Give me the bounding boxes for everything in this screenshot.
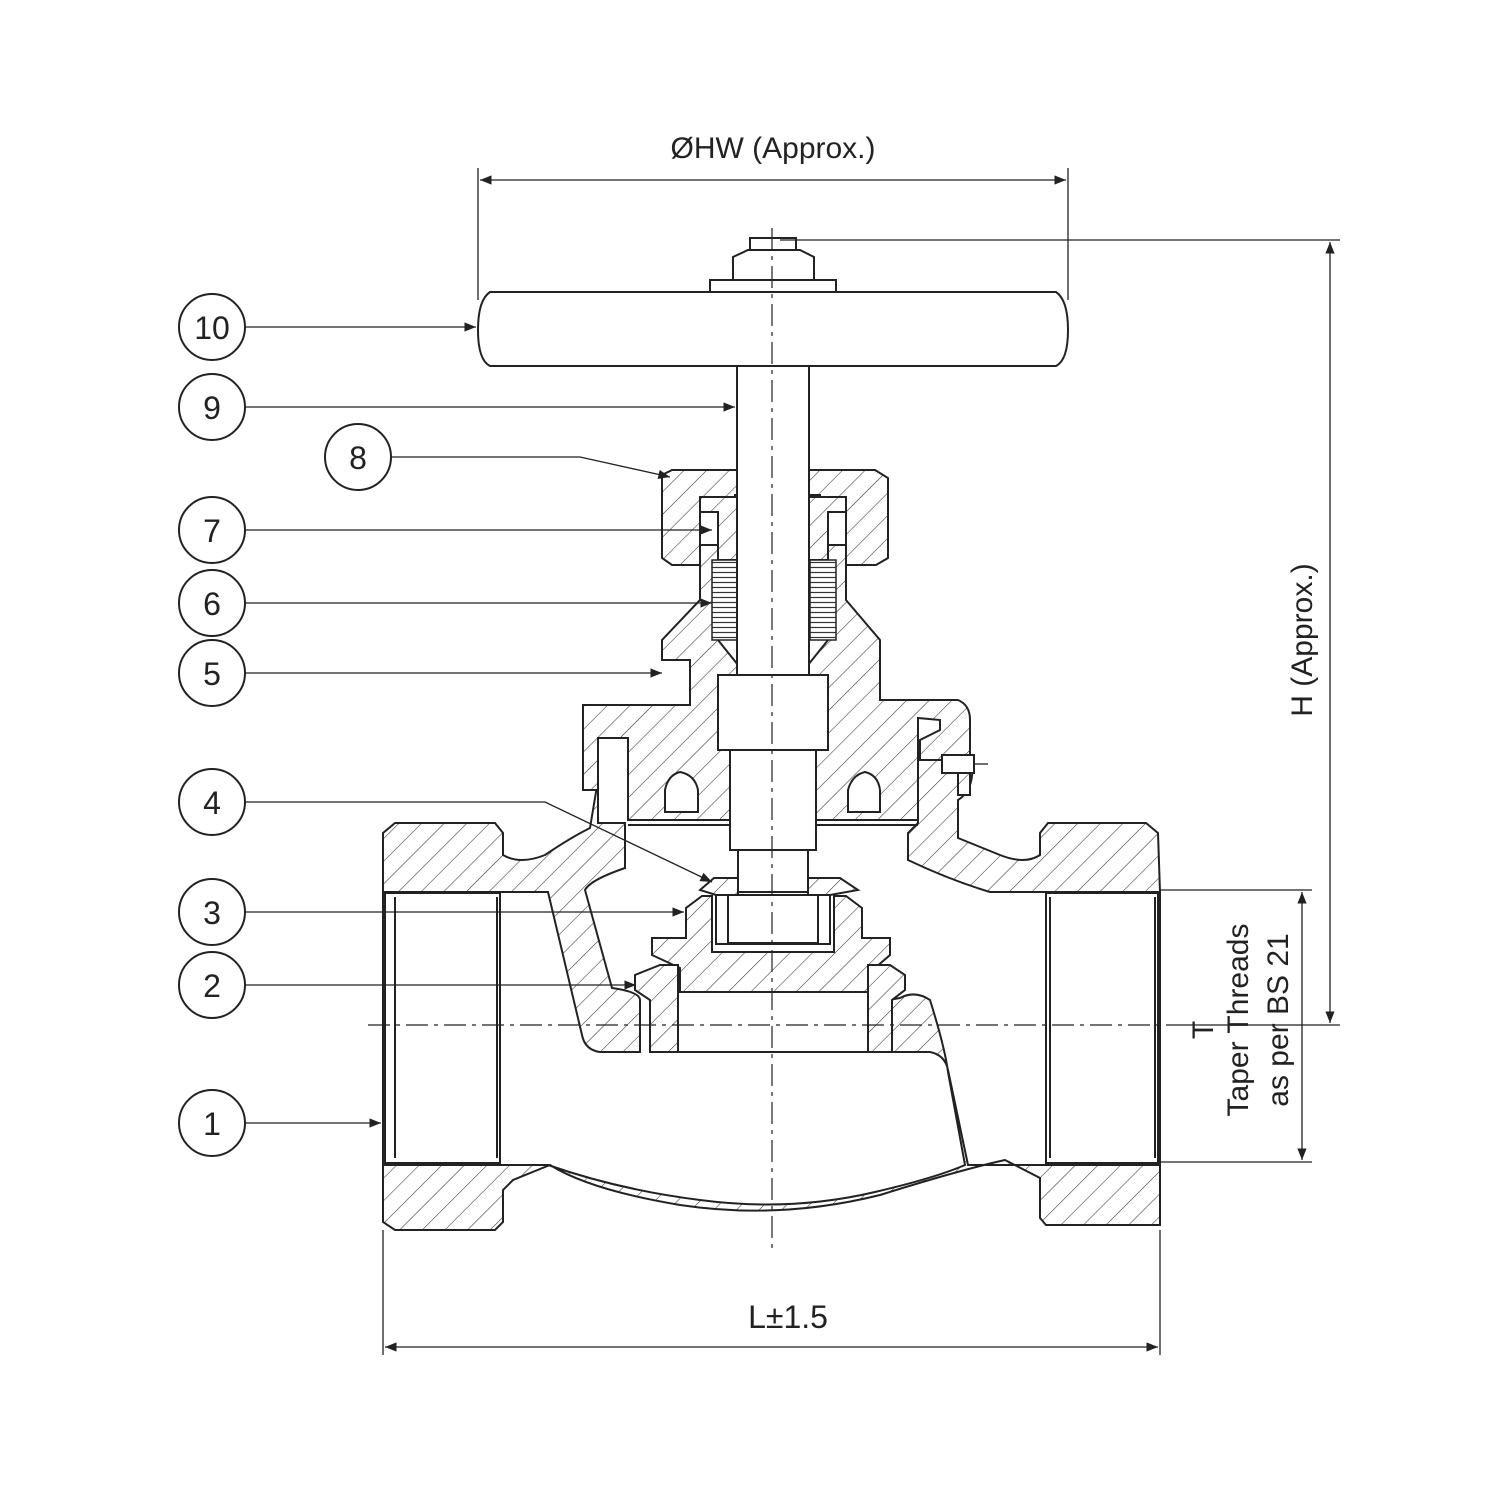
balloon-7: 7	[178, 496, 712, 564]
length-label: L±1.5	[748, 1299, 828, 1335]
handwheel	[476, 237, 1070, 367]
thread-note-line2: as per BS 21	[1262, 933, 1295, 1106]
dimension-handwheel-diameter: ØHW (Approx.)	[477, 132, 1069, 300]
balloon-5: 5	[178, 639, 662, 707]
svg-text:3: 3	[203, 895, 221, 931]
valve-disc	[651, 877, 891, 993]
svg-text:4: 4	[203, 785, 221, 821]
balloon-8: 8	[324, 423, 671, 491]
svg-text:6: 6	[203, 586, 221, 622]
height-label: H (Approx.)	[1286, 563, 1319, 716]
seat-ring	[634, 964, 906, 1053]
balloon-4: 4	[178, 768, 713, 883]
balloon-1: 1	[178, 1089, 381, 1157]
svg-text:7: 7	[203, 513, 221, 549]
balloon-9: 9	[178, 373, 735, 441]
svg-text:9: 9	[203, 390, 221, 426]
valve-stem	[717, 364, 829, 896]
bonnet	[582, 544, 988, 826]
valve-body	[382, 759, 1162, 1231]
gland-packing	[711, 559, 837, 641]
svg-text:2: 2	[203, 968, 221, 1004]
balloon-2: 2	[178, 951, 636, 1019]
dimension-taper-threads: T Taper Threads as per BS 21	[1160, 889, 1312, 1163]
balloon-10: 10	[178, 293, 476, 361]
thread-note-line1: Taper Threads	[1222, 924, 1255, 1117]
dimension-height: H (Approx.)	[780, 239, 1340, 1026]
handwheel-diameter-label: ØHW (Approx.)	[670, 132, 875, 165]
dimension-length: L±1.5	[382, 1230, 1161, 1355]
svg-text:1: 1	[203, 1106, 221, 1142]
thread-symbol: T	[1187, 1021, 1220, 1039]
balloon-3: 3	[178, 878, 684, 946]
svg-text:10: 10	[194, 310, 230, 346]
svg-text:5: 5	[203, 656, 221, 692]
balloon-6: 6	[178, 569, 712, 637]
svg-text:8: 8	[349, 440, 367, 476]
